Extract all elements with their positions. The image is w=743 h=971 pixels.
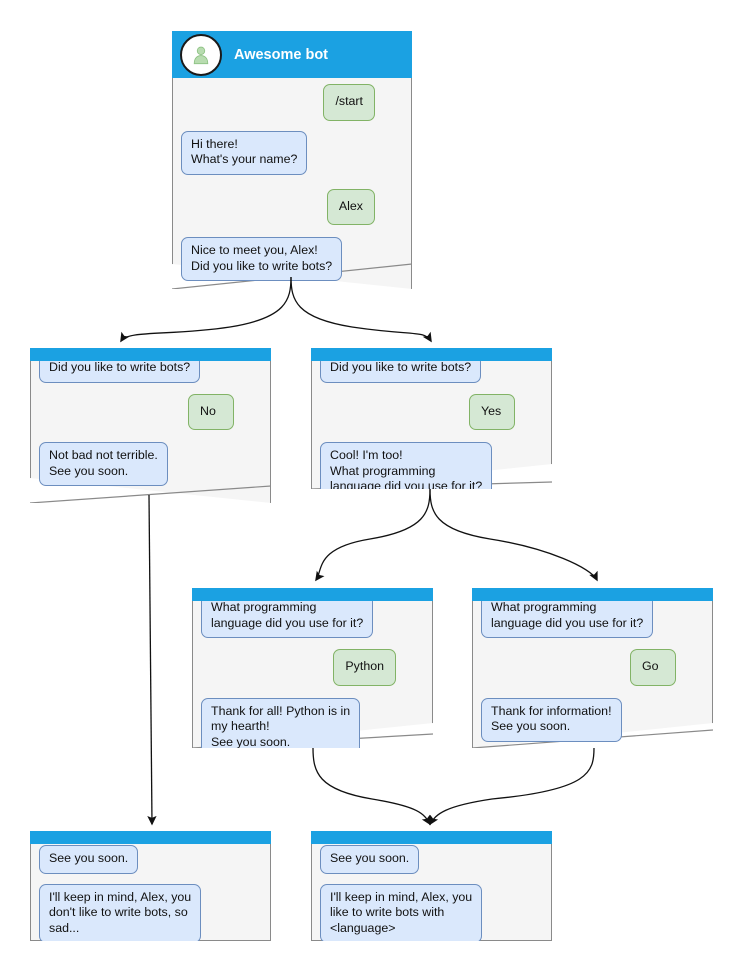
- card-content: What programming language did you use fo…: [472, 588, 713, 748]
- bot-message-bubble: Thank for all! Python is in my hearth! S…: [201, 697, 361, 748]
- message-row: /start: [181, 84, 403, 121]
- message-row: Did you like to write bots?: [39, 355, 262, 383]
- card-content: See you soon. I'll keep in mind, Alex, y…: [311, 831, 552, 941]
- message-row: Go: [481, 649, 704, 686]
- card-content: See you soon. I'll keep in mind, Alex, y…: [30, 831, 271, 941]
- node-titlebar: [192, 588, 433, 601]
- message-row: Not bad not terrible. See you soon.: [39, 442, 262, 486]
- message-list: Did you like to write bots? No Not bad n…: [30, 355, 271, 496]
- message-row: Python: [201, 649, 424, 686]
- message-row: See you soon.: [320, 845, 543, 874]
- node-yes-branch[interactable]: Did you like to write bots? Yes Cool! I'…: [311, 348, 552, 489]
- message-row: Yes: [320, 393, 543, 430]
- bot-message-bubble: What programming language did you use fo…: [201, 595, 374, 638]
- edge-python-to-end-happy: [312, 747, 431, 826]
- node-end-happy[interactable]: See you soon. I'll keep in mind, Alex, y…: [311, 831, 552, 941]
- message-row: What programming language did you use fo…: [201, 595, 424, 638]
- bot-message-bubble: See you soon.: [39, 845, 139, 874]
- node-no-branch[interactable]: Did you like to write bots? No Not bad n…: [30, 348, 271, 503]
- message-row: Thank for information! See you soon.: [481, 697, 704, 742]
- card-content: Awesome bot /start Hi there! What's your…: [172, 31, 412, 289]
- card-content: What programming language did you use fo…: [192, 588, 433, 748]
- message-row: See you soon.: [39, 845, 262, 874]
- message-row: What programming language did you use fo…: [481, 595, 704, 638]
- bot-message-bubble: Cool! I'm too! What programming language…: [320, 442, 493, 489]
- node-titlebar: [30, 831, 271, 844]
- user-message-bubble: Yes: [469, 393, 515, 430]
- edge-yes-to-go: [429, 488, 598, 582]
- node-titlebar: [472, 588, 713, 601]
- user-message-bubble: No: [188, 393, 234, 430]
- message-row: Hi there! What's your name?: [181, 130, 403, 175]
- bot-name-label: Awesome bot: [234, 46, 329, 63]
- node-titlebar: [30, 348, 271, 361]
- message-list: /start Hi there! What's your name? Alex …: [172, 84, 412, 289]
- message-row: I'll keep in mind, Alex, you like to wri…: [320, 883, 543, 941]
- edge-go-to-end-happy: [429, 747, 595, 826]
- person-avatar-icon: [180, 33, 222, 76]
- edge-yes-to-python: [315, 488, 431, 582]
- bot-message-bubble: Not bad not terrible. See you soon.: [39, 442, 168, 486]
- message-row: Did you like to write bots?: [320, 355, 543, 383]
- message-row: Thank for all! Python is in my hearth! S…: [201, 697, 424, 748]
- message-row: Nice to meet you, Alex! Did you like to …: [181, 237, 403, 281]
- bot-message-bubble: Hi there! What's your name?: [181, 130, 308, 175]
- bot-message-bubble: What programming language did you use fo…: [481, 595, 654, 638]
- message-list: Did you like to write bots? Yes Cool! I'…: [311, 355, 552, 489]
- message-row: Cool! I'm too! What programming language…: [320, 442, 543, 489]
- user-message-bubble: Alex: [326, 188, 375, 225]
- node-titlebar: Awesome bot: [172, 31, 412, 78]
- message-list: See you soon. I'll keep in mind, Alex, y…: [30, 845, 271, 941]
- node-python-branch[interactable]: What programming language did you use fo…: [192, 588, 433, 748]
- user-message-bubble: Go: [630, 649, 676, 686]
- bot-message-bubble: Nice to meet you, Alex! Did you like to …: [181, 237, 343, 281]
- node-go-branch[interactable]: What programming language did you use fo…: [472, 588, 713, 748]
- message-row: I'll keep in mind, Alex, you don't like …: [39, 883, 262, 941]
- user-message-bubble: /start: [323, 84, 375, 121]
- edge-no-to-end-sad: [147, 494, 157, 826]
- bot-message-bubble: I'll keep in mind, Alex, you don't like …: [39, 883, 202, 941]
- user-message-bubble: Python: [333, 649, 396, 686]
- node-end-sad[interactable]: See you soon. I'll keep in mind, Alex, y…: [30, 831, 271, 941]
- message-list: See you soon. I'll keep in mind, Alex, y…: [311, 845, 552, 941]
- bot-message-bubble: I'll keep in mind, Alex, you like to wri…: [320, 883, 483, 941]
- card-content: Did you like to write bots? Yes Cool! I'…: [311, 348, 552, 489]
- message-list: What programming language did you use fo…: [192, 595, 433, 748]
- bot-message-bubble: Thank for information! See you soon.: [481, 697, 622, 742]
- message-list: What programming language did you use fo…: [472, 595, 713, 748]
- card-content: Did you like to write bots? No Not bad n…: [30, 348, 271, 503]
- message-row: No: [39, 393, 262, 430]
- node-titlebar: [311, 831, 552, 844]
- node-root[interactable]: Awesome bot /start Hi there! What's your…: [172, 31, 412, 289]
- node-titlebar: [311, 348, 552, 361]
- bot-message-bubble: See you soon.: [320, 845, 420, 874]
- message-row: Alex: [181, 188, 403, 225]
